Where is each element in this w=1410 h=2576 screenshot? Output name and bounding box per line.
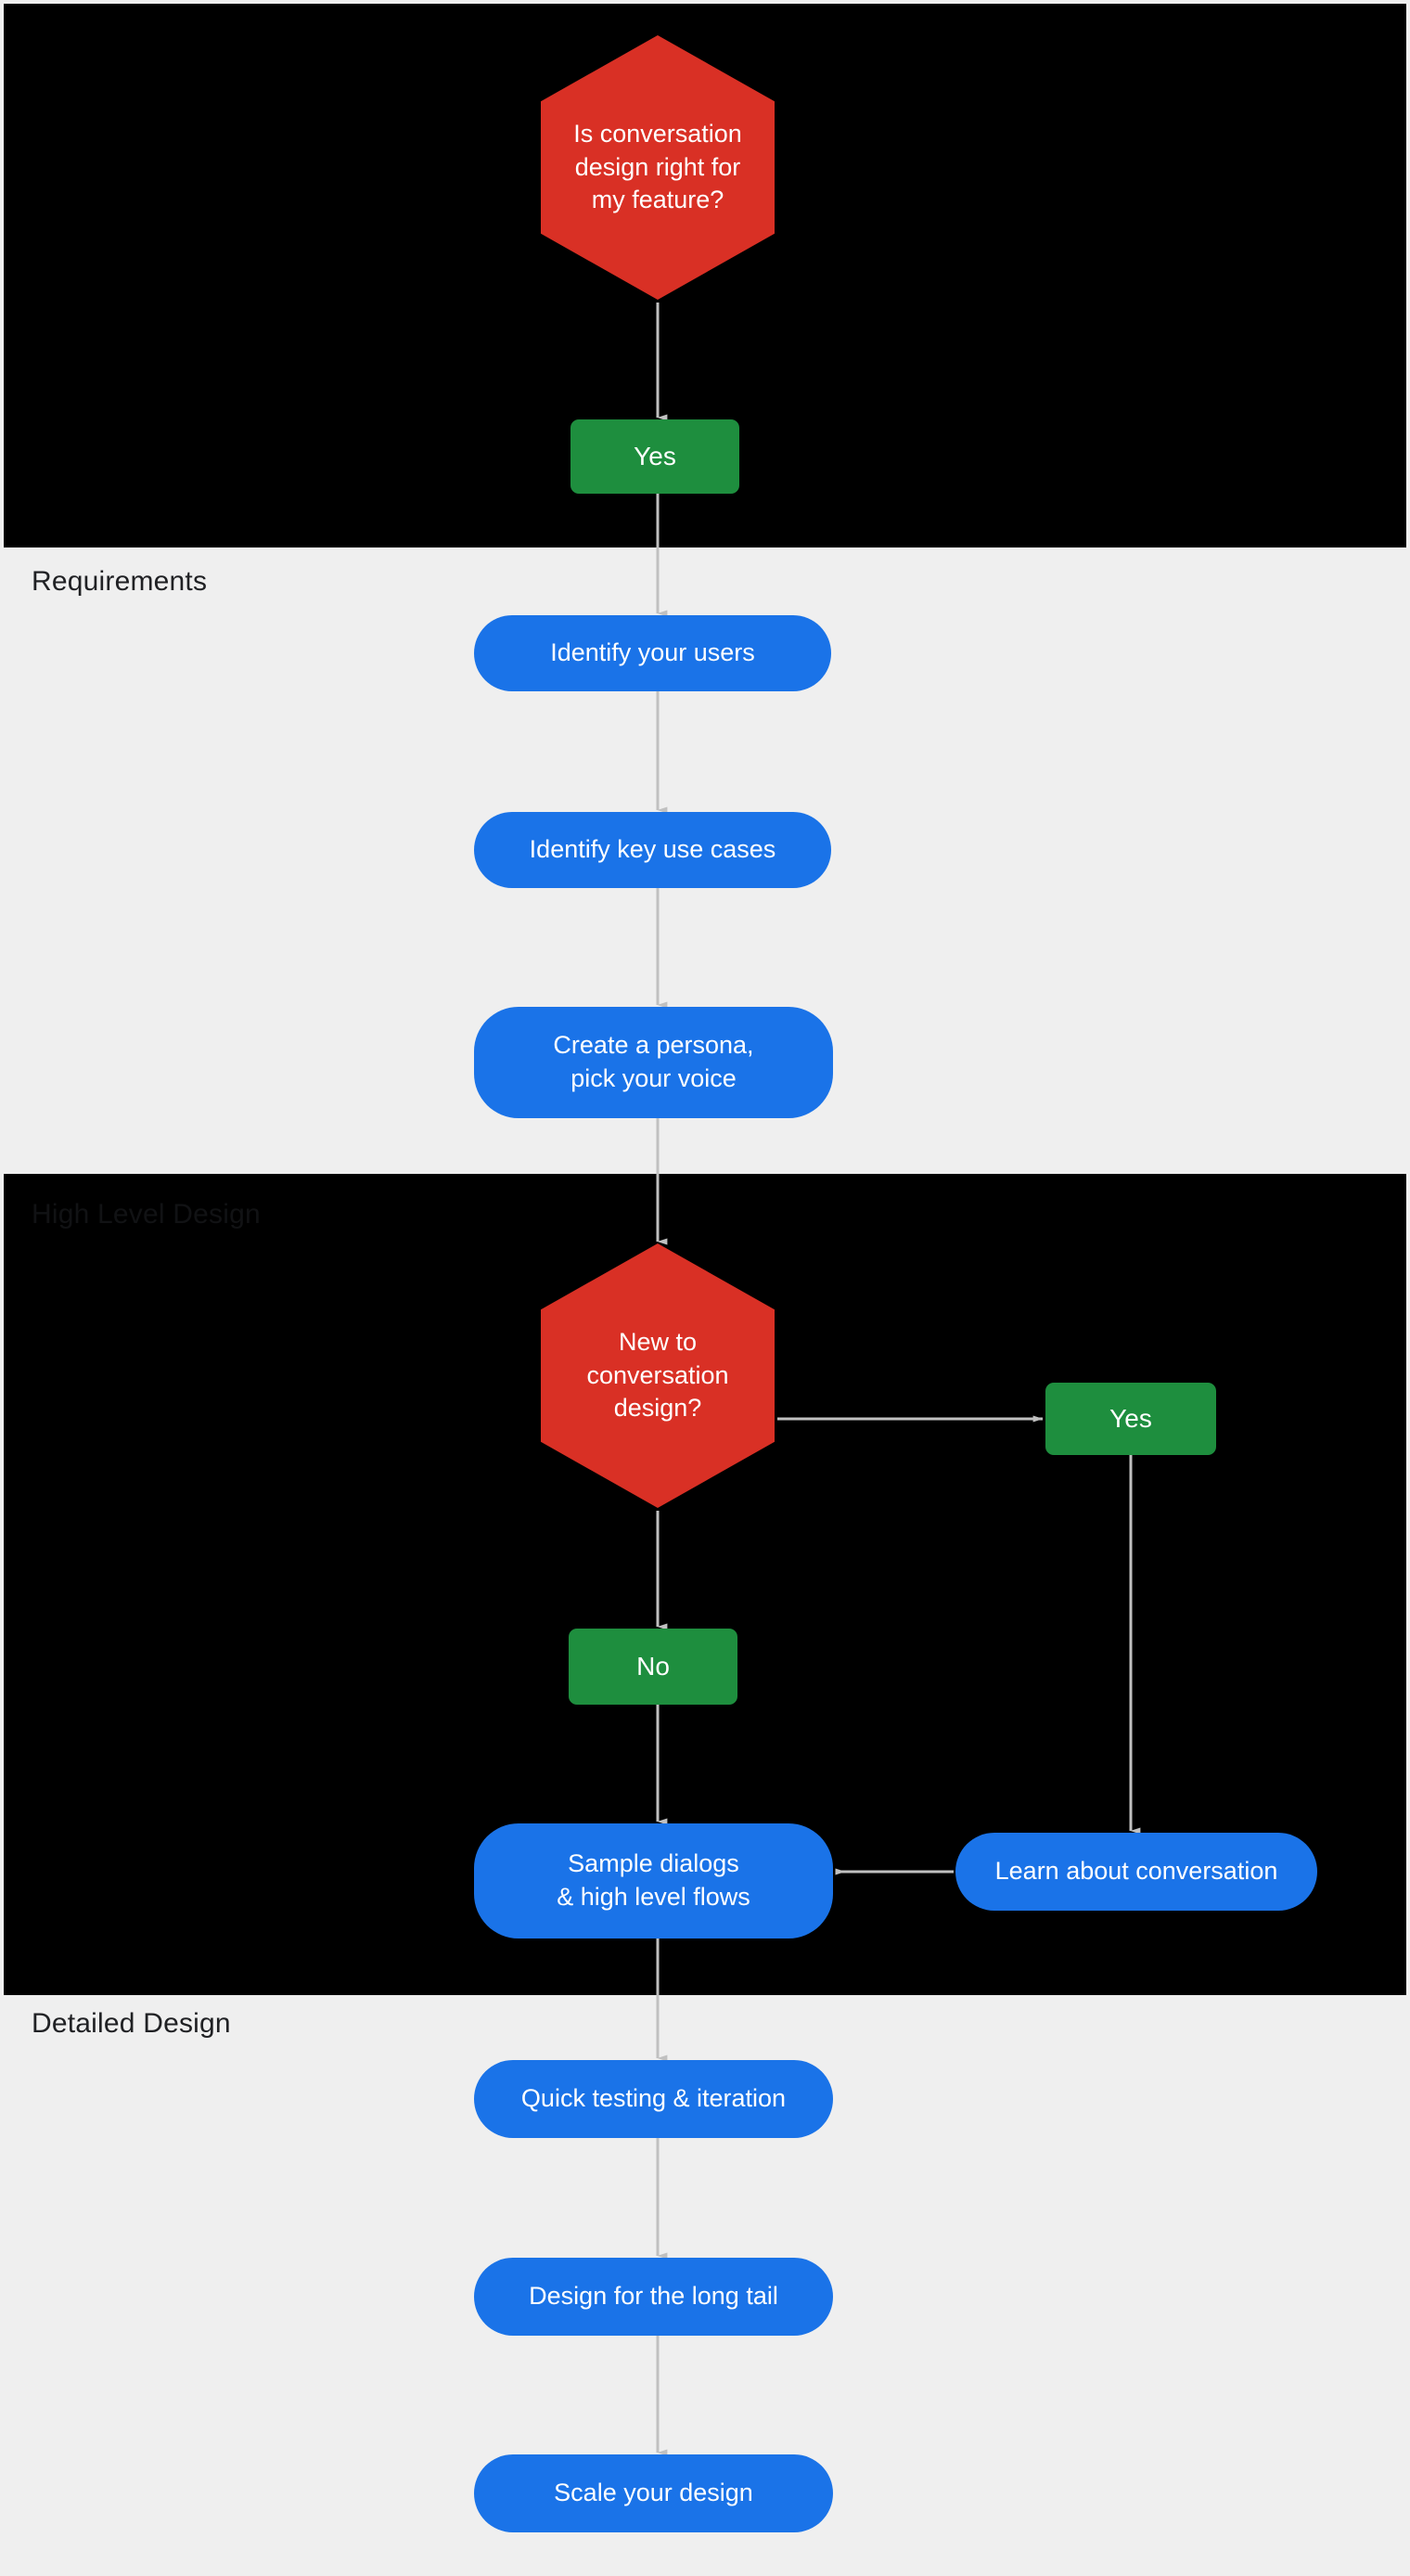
step-scale-your-design[interactable]: Scale your design (474, 2454, 833, 2532)
step-create-a-persona-pick-your-voice[interactable]: Create a persona, pick your voice (474, 1007, 833, 1118)
answer-label: Yes (634, 441, 676, 470)
step-label: Create a persona, pick your voice (553, 1031, 754, 1092)
answer-yes-intro[interactable]: Yes (570, 419, 739, 494)
answer-label: Yes (1109, 1403, 1152, 1433)
step-learn-about-conversation[interactable]: Learn about conversation (955, 1833, 1317, 1911)
step-label: Sample dialogs & high level flows (557, 1849, 750, 1911)
answer-no-high-level[interactable]: No (569, 1629, 737, 1705)
step-sample-dialogs-and-high-level-flows[interactable]: Sample dialogs & high level flows (474, 1823, 833, 1938)
step-label: Scale your design (554, 2479, 753, 2507)
decision-label: Is conversation design right for my feat… (573, 120, 742, 214)
answer-label: No (636, 1651, 670, 1681)
decision-new-to-conversation-design[interactable]: New to conversation design? (541, 1243, 775, 1508)
step-quick-testing-and-iteration[interactable]: Quick testing & iteration (474, 2060, 833, 2138)
step-label: Identify key use cases (529, 835, 776, 864)
section-label-detailed-design: Detailed Design (32, 2008, 231, 2039)
step-identify-key-use-cases[interactable]: Identify key use cases (474, 812, 831, 888)
answer-yes-high-level[interactable]: Yes (1045, 1383, 1216, 1455)
step-label: Learn about conversation (994, 1857, 1278, 1886)
section-label-requirements: Requirements (32, 566, 208, 597)
step-label: Quick testing & iteration (520, 2084, 787, 2113)
step-label: Identify your users (550, 638, 755, 667)
section-label-high-level-design: High Level Design (32, 1199, 261, 1230)
step-design-for-the-long-tail[interactable]: Design for the long tail (474, 2258, 833, 2336)
decision-label: New to conversation design? (586, 1328, 729, 1423)
step-label: Design for the long tail (529, 2282, 778, 2311)
step-identify-your-users[interactable]: Identify your users (474, 615, 831, 691)
decision-is-conversation-design-right[interactable]: Is conversation design right for my feat… (541, 35, 775, 300)
